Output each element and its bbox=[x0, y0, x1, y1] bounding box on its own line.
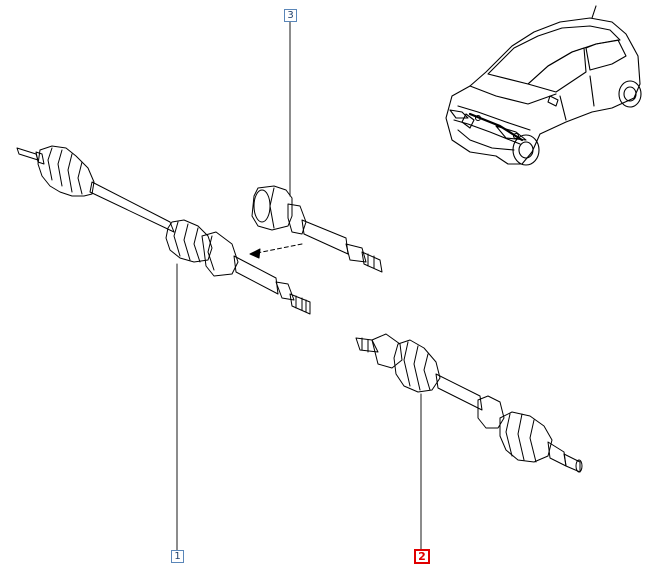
callout-3[interactable]: 3 bbox=[284, 9, 297, 22]
callout-1[interactable]: 1 bbox=[171, 550, 184, 563]
car-illustration bbox=[445, 5, 642, 166]
intermediate-shaft bbox=[251, 185, 383, 273]
callout-2[interactable]: 2 bbox=[414, 549, 430, 564]
assembly-arrow bbox=[249, 243, 303, 259]
driveshaft-left bbox=[16, 145, 311, 315]
driveshaft-right bbox=[355, 333, 583, 473]
leader-lines bbox=[176, 21, 422, 551]
